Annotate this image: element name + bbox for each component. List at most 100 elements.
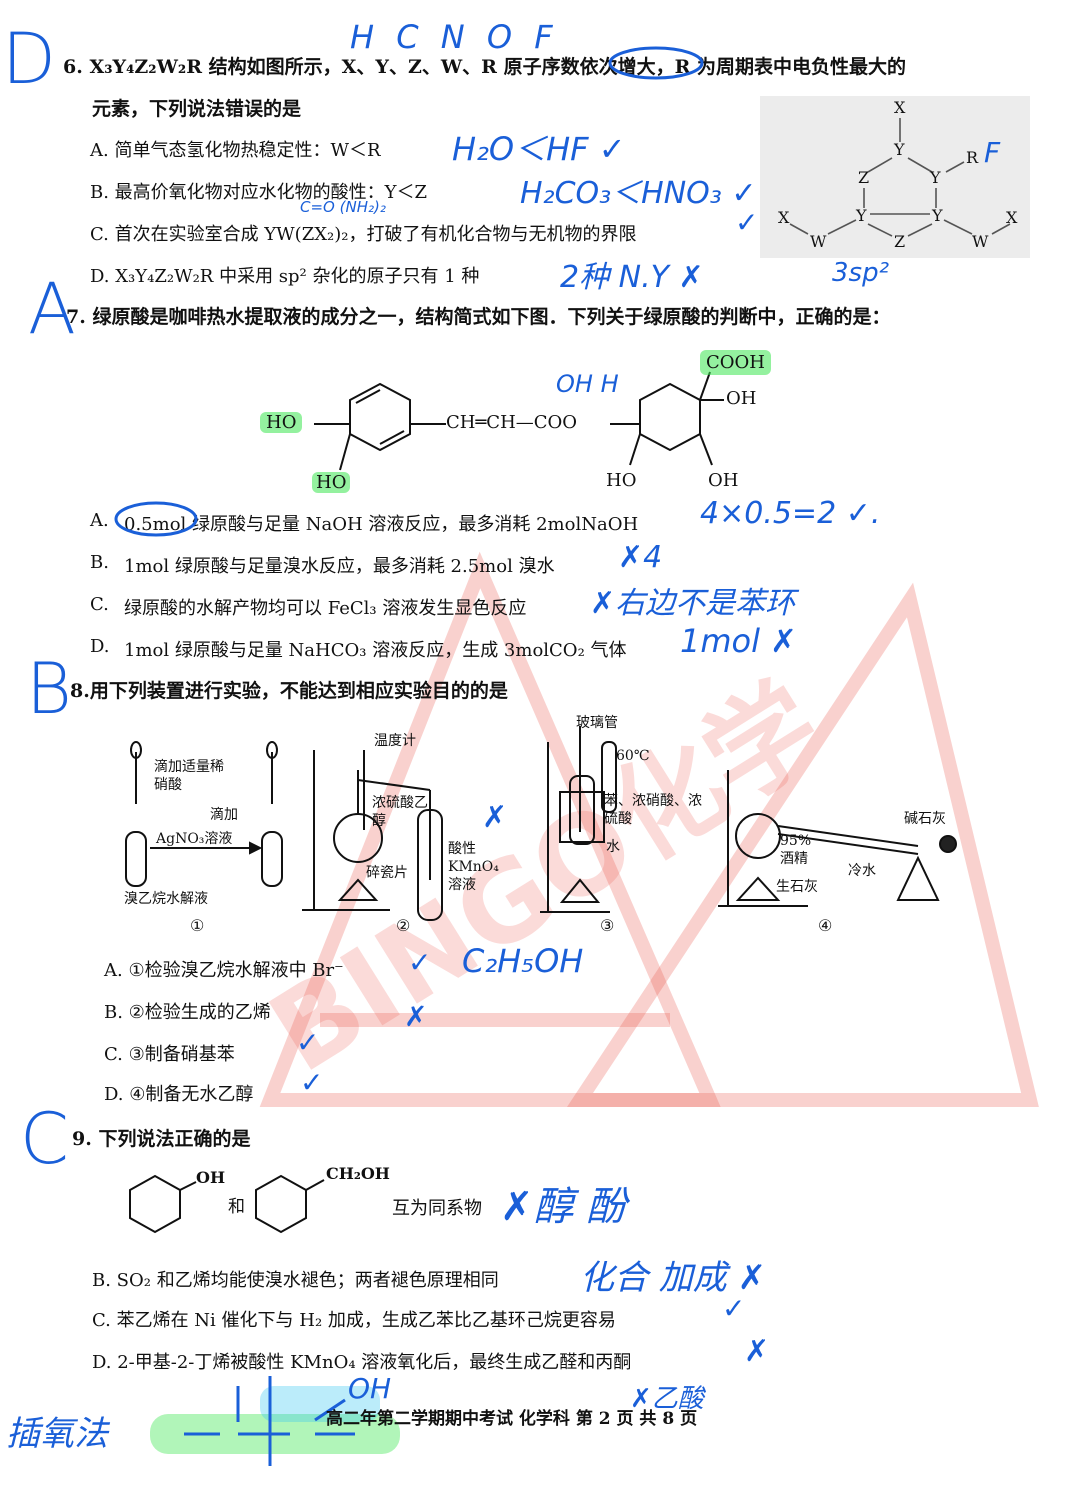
q7-structure: HO HO CH═CH—COO COOH OH HO OH OH H — [250, 340, 810, 510]
q9-oh: OH — [196, 1168, 226, 1187]
apparatus-2-drawing — [302, 750, 443, 921]
q8-stem: 8.用下列装置进行实验，不能达到相应实验目的的是 — [70, 680, 508, 702]
label-circled-1: ① — [190, 916, 205, 935]
q7-option-c: 绿原酸的水解产物均可以 FeCl₃ 溶液发生显色反应 — [124, 598, 527, 619]
grade-q8: B — [26, 648, 72, 730]
atom-y-right2: Y — [932, 206, 943, 225]
q8-option-d: D. ④制备无水乙醇 — [104, 1084, 254, 1105]
note-q8-c: ✓ — [296, 1026, 320, 1059]
note-kmno4-x: ✗ — [482, 800, 508, 835]
q6-option-c: C. 首次在实验室合成 YW(ZX₂)₂，打破了有机化合物与无机物的界限 — [90, 224, 637, 245]
label-a3-temp: 60℃ — [616, 748, 650, 764]
apparatus-4: 碱石灰 95%酒精 生石灰 冷水 ④ — [718, 760, 978, 940]
note-q9-d2: ✗乙酸 — [630, 1384, 704, 1414]
apparatus-3: 玻璃管 60℃ 苯、浓硝酸、浓硫酸 水 ③ — [540, 712, 720, 940]
label-a1-add: 滴加 — [210, 807, 238, 823]
q9-option-d: D. 2-甲基-2-丁烯被酸性 KMnO₄ 溶液氧化后，最终生成乙醛和丙酮 — [92, 1352, 632, 1373]
atom-x-left: X — [778, 208, 790, 227]
q9-option-c: C. 苯乙烯在 Ni 催化下与 H₂ 加成，生成乙苯比乙基环己烷更容易 — [92, 1310, 616, 1331]
q6-stem-line2: 元素，下列说法错误的是 — [92, 98, 302, 120]
hand-structure-drawing — [150, 1376, 400, 1466]
q7-option-b-label: B. — [90, 552, 109, 573]
apparatus-2: 温度计 浓硫酸乙醇 碎瓷片 酸性KMnO₄溶液 ② — [300, 730, 510, 940]
q9-option-b: B. SO₂ 和乙烯均能使溴水褪色；两者褪色原理相同 — [92, 1270, 499, 1291]
note-q7-b: ✗4 — [618, 540, 663, 575]
note-q6-d: 2种 N.Y ✗ — [560, 260, 704, 295]
note-elements: H C N O F — [350, 18, 559, 56]
atom-r: R — [966, 148, 979, 167]
atom-x-top: X — [894, 98, 906, 117]
grade-q6: D — [2, 18, 56, 100]
note-oh-h: OH H — [556, 370, 619, 398]
atom-z-bottom: Z — [894, 232, 906, 251]
q7-option-a: 0.5mol 绿原酸与足量 NaOH 溶液反应，最多消耗 2molNaOH — [124, 514, 639, 535]
ho-group-top: HO — [260, 412, 303, 433]
label-a4-lime: 碱石灰 — [904, 811, 946, 827]
label-a3-water: 水 — [606, 839, 620, 855]
q7-option-d-label: D. — [90, 636, 110, 657]
label-a4-water: 冷水 — [848, 863, 876, 879]
q9-option-a-text: 互为同系物 — [392, 1198, 482, 1219]
q6-structure-bonds — [789, 118, 1011, 237]
grade-q7: A — [28, 268, 76, 350]
note-q9-b: 化合 加成 ✗ — [580, 1258, 767, 1298]
apparatus-3-drawing — [540, 726, 617, 913]
q7-option-d: 1mol 绿原酸与足量 NaHCO₃ 溶液反应，生成 3molCO₂ 气体 — [124, 640, 627, 661]
atom-w-right: W — [972, 232, 989, 251]
note-method: 插氧法 — [6, 1414, 108, 1454]
note-q7-d: 1mol ✗ — [680, 622, 797, 660]
q6-option-b: B. 最高价氧化物对应水化物的酸性：Y＜Z — [90, 182, 428, 203]
ho-group-ring: HO — [606, 470, 637, 491]
atom-y-top: Y — [894, 140, 905, 159]
label-a2-reagent: 浓硫酸乙醇 — [372, 795, 428, 829]
q6-structure-figure: X Y Z Y R F Y Y Z X W W X — [760, 96, 1030, 258]
circle-mark-yici — [608, 46, 704, 80]
label-circled-4: ④ — [818, 916, 833, 935]
q7-option-a-label: A. — [90, 510, 109, 531]
note-struct: 3sp² — [832, 258, 890, 288]
q9-option-a-structures: OH 和 CH₂OH — [120, 1160, 420, 1240]
note-q8-a: ✓ — [408, 946, 432, 979]
atom-y-right: Y — [930, 168, 941, 187]
label-circled-2: ② — [396, 916, 411, 935]
q7-structure-bonds — [314, 371, 724, 471]
q8-option-b: B. ②检验生成的乙烯 — [104, 1002, 271, 1023]
q9-he: 和 — [228, 1197, 245, 1217]
q9-stem: 9. 下列说法正确的是 — [72, 1128, 251, 1150]
atom-w-left: W — [810, 232, 827, 251]
atom-x-right: X — [1006, 208, 1018, 227]
q7-option-c-label: C. — [90, 594, 109, 615]
note-q6-c-top: C=O (NH₂)₂ — [300, 198, 386, 216]
q8-option-a: A. ①检验溴乙烷水解液中 Br⁻ — [104, 960, 344, 981]
label-a2-chips: 碎瓷片 — [366, 865, 408, 881]
oh-group-ring: OH — [708, 470, 739, 491]
atom-y-left: Y — [856, 206, 867, 225]
label-a3-tube: 玻璃管 — [576, 715, 618, 731]
note-q6-a: H₂O＜HF ✓ — [452, 130, 626, 168]
label-a2-kmno4: 酸性KMnO₄溶液 — [448, 841, 499, 893]
q7-stem: 7. 绿原酸是咖啡热水提取液的成分之一，结构简式如下图．下列关于绿原酸的判断中，… — [66, 306, 891, 328]
q6-stem-line1: 6. X₃Y₄Z₂W₂R 结构如图所示，X、Y、Z、W、R 原子序数依次增大，R… — [63, 56, 906, 78]
grade-q9: C — [20, 1098, 69, 1180]
q9-structures-drawing — [129, 1174, 325, 1234]
note-q9-d: ✗ — [744, 1334, 770, 1369]
label-a3-reagent: 苯、浓硝酸、浓硫酸 — [604, 793, 702, 827]
oh-group-right: OH — [726, 388, 757, 409]
chain-group: CH═CH—COO — [446, 412, 578, 433]
note-q7-a: 4×0.5=2 ✓. — [700, 496, 881, 531]
apparatus-4-drawing — [718, 770, 957, 907]
q7-option-b: 1mol 绿原酸与足量溴水反应，最多消耗 2.5mol 溴水 — [124, 556, 555, 577]
q6-option-d: D. X₃Y₄Z₂W₂R 中采用 sp² 杂化的原子只有 1 种 — [90, 266, 480, 287]
apparatus-1: 滴加适量稀硝酸 滴加 AgNO₃溶液 溴乙烷水解液 ① — [120, 740, 290, 940]
label-a2-thermo: 温度计 — [374, 733, 416, 749]
label-a4-quicklime: 生石灰 — [776, 879, 818, 895]
note-q6-c: ✓ — [735, 206, 759, 239]
q6-option-a: A. 简单气态氢化物热稳定性：W＜R — [90, 140, 381, 161]
q8-option-c: C. ③制备硝基苯 — [104, 1044, 235, 1065]
note-q8-d: ✓ — [300, 1066, 324, 1099]
note-q9-a: ✗醇 酚 — [500, 1184, 627, 1230]
cooh-group: COOH — [700, 350, 771, 375]
q9-ch2oh: CH₂OH — [326, 1164, 390, 1183]
page-footer: 高二年第二学期期中考试 化学科 第 2 页 共 8 页 — [326, 1409, 698, 1429]
note-q6-b: H₂CO₃＜HNO₃ ✓ — [520, 176, 757, 211]
